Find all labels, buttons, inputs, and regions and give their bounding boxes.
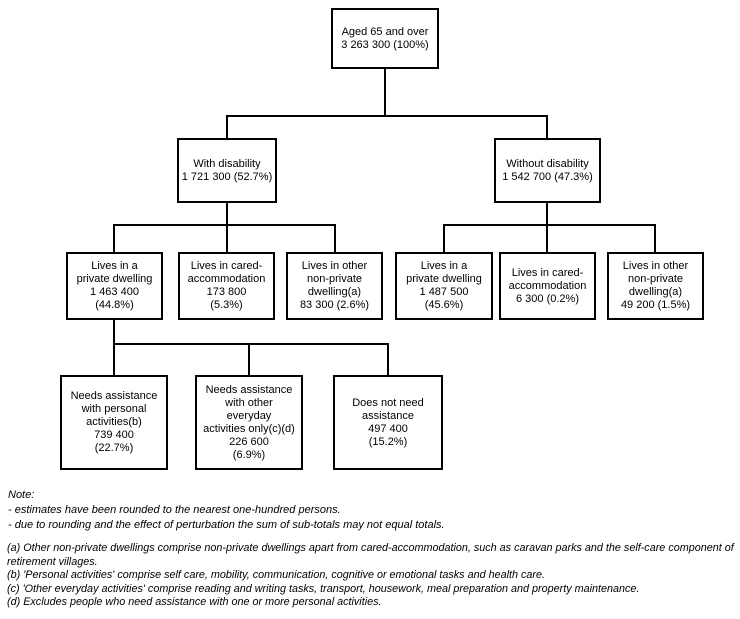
node-without-disability-cared-accommodation: Lives in cared- accommodation 6 300 (0.2… [499, 252, 596, 320]
connector-line [113, 224, 115, 252]
connector-line [387, 343, 389, 375]
node-without-disability: Without disability 1 542 700 (47.3%) [494, 138, 601, 203]
connector-line [113, 343, 389, 345]
node-does-not-need-assistance: Does not need assistance 497 400 (15.2%) [333, 375, 443, 470]
node-with-disability: With disability 1 721 300 (52.7%) [177, 138, 277, 203]
node-with-disability-other-non-private: Lives in other non-private dwelling(a) 8… [286, 252, 383, 320]
connector-line [546, 224, 548, 252]
connector-line [654, 224, 656, 252]
connector-line [226, 115, 228, 138]
node-needs-assistance-personal: Needs assistance with personal activitie… [60, 375, 168, 470]
footnote-a: (a) Other non-private dwellings comprise… [7, 542, 734, 568]
node-without-disability-private-dwelling: Lives in a private dwelling 1 487 500 (4… [395, 252, 493, 320]
footnote-b: (b) 'Personal activities' comprise self … [7, 569, 545, 581]
connector-line [248, 343, 250, 375]
connector-line [113, 224, 336, 226]
notes-heading: Note: [8, 489, 35, 501]
connector-line [384, 69, 386, 117]
connector-line [113, 320, 115, 345]
note-line: - estimates have been rounded to the nea… [8, 504, 341, 516]
node-aged-65-and-over: Aged 65 and over 3 263 300 (100%) [331, 8, 439, 69]
connector-line [443, 224, 656, 226]
connector-line [443, 224, 445, 252]
footnotes-block: (a) Other non-private dwellings comprise… [7, 542, 735, 610]
connector-line [226, 115, 548, 117]
connector-line [546, 203, 548, 226]
footnote-c: (c) 'Other everyday activities' comprise… [7, 582, 640, 595]
connector-line [113, 343, 115, 375]
node-needs-assistance-other-everyday: Needs assistance with other everyday act… [195, 375, 303, 470]
footnote-d: (d) Excludes people who need assistance … [7, 596, 382, 608]
node-without-disability-other-non-private: Lives in other non-private dwelling(a) 4… [607, 252, 704, 320]
note-line: - due to rounding and the effect of pert… [8, 519, 445, 531]
notes-block: Note: - estimates have been rounded to t… [8, 488, 733, 533]
connector-line [226, 203, 228, 226]
node-with-disability-cared-accommodation: Lives in cared- accommodation 173 800 (5… [178, 252, 275, 320]
connector-line [226, 224, 228, 252]
node-with-disability-private-dwelling: Lives in a private dwelling 1 463 400 (4… [66, 252, 163, 320]
connector-line [334, 224, 336, 252]
connector-line [546, 115, 548, 138]
